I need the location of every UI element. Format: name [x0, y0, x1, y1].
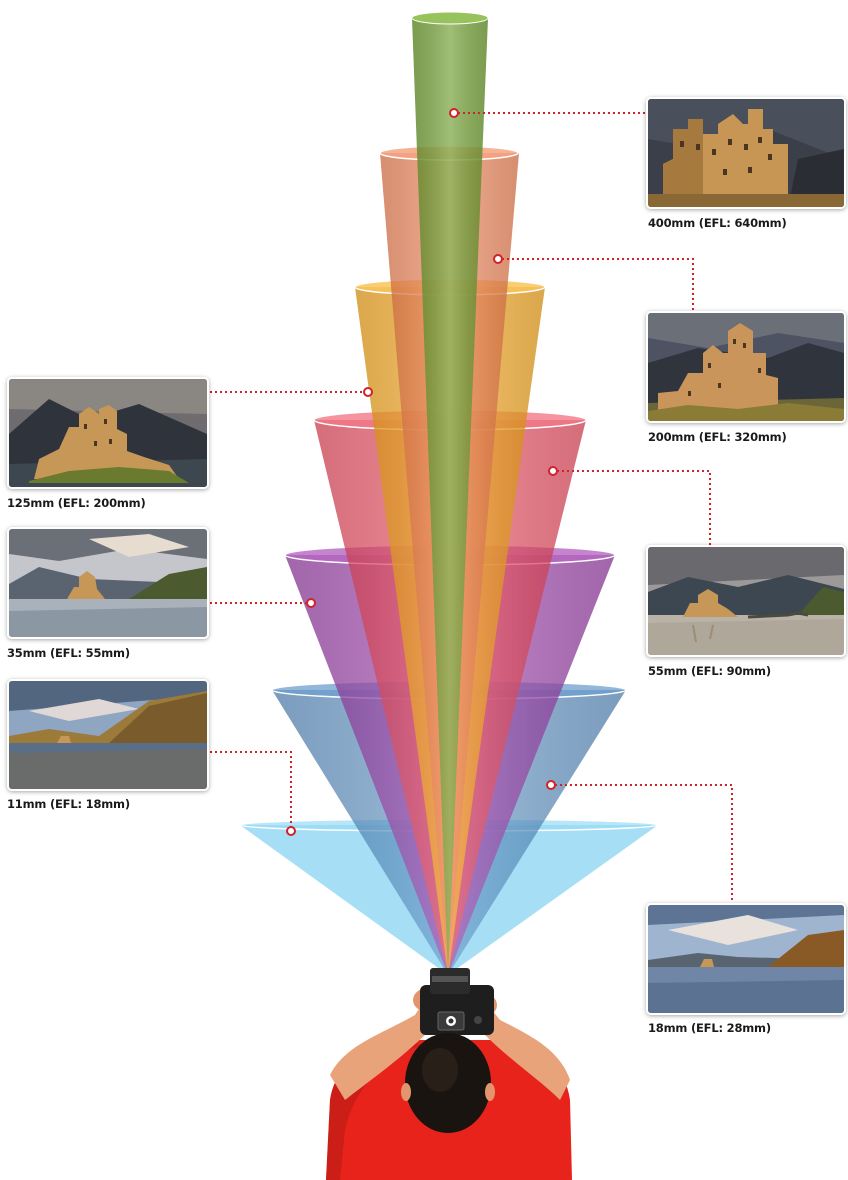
- connector-11mm: [210, 751, 292, 827]
- caption-35mm: 35mm (EFL: 55mm): [7, 646, 130, 660]
- marker-55mm: [548, 466, 558, 476]
- marker-200mm: [493, 254, 503, 264]
- marker-400mm: [449, 108, 459, 118]
- camera: [420, 968, 494, 1035]
- connector-55mm: [557, 470, 711, 545]
- photographer-left-arm: [330, 995, 440, 1100]
- caption-18mm: 18mm (EFL: 28mm): [648, 1021, 771, 1035]
- connector-18mm: [555, 784, 733, 903]
- photo-35mm: [7, 527, 209, 639]
- cone-400mm: [411, 11, 489, 975]
- caption-125mm: 125mm (EFL: 200mm): [7, 496, 146, 510]
- connector-200mm: [502, 258, 694, 310]
- connector-lines: [210, 112, 733, 903]
- photo-200mm: [646, 311, 846, 423]
- caption-11mm: 11mm (EFL: 18mm): [7, 797, 130, 811]
- caption-200mm: 200mm (EFL: 320mm): [648, 430, 787, 444]
- photographer: [326, 968, 572, 1180]
- photo-18mm: [646, 903, 846, 1015]
- photo-400mm: [646, 97, 846, 209]
- photo-125mm: [7, 377, 209, 489]
- photo-55mm: [646, 545, 846, 657]
- caption-55mm: 55mm (EFL: 90mm): [648, 664, 771, 678]
- marker-125mm: [363, 387, 373, 397]
- field-of-view-cones: [239, 11, 659, 975]
- connector-points: [286, 108, 558, 836]
- right-ear: [485, 1083, 495, 1101]
- photo-11mm: [7, 679, 209, 791]
- caption-400mm: 400mm (EFL: 640mm): [648, 216, 787, 230]
- marker-11mm: [286, 826, 296, 836]
- marker-35mm: [306, 598, 316, 608]
- left-ear: [401, 1083, 411, 1101]
- marker-18mm: [546, 780, 556, 790]
